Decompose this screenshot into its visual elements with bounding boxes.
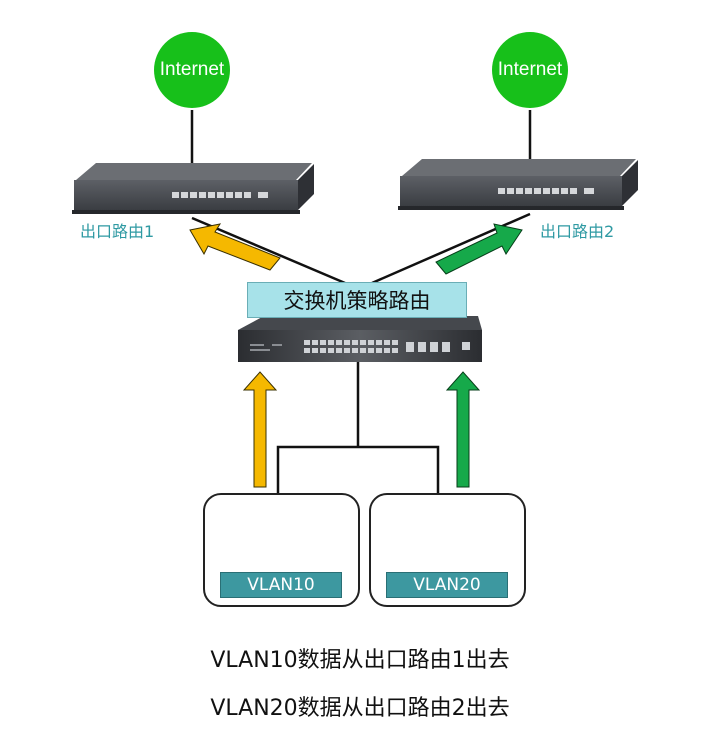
router-1-label: 出口路由1 [80,222,155,241]
caption-vlan20: VLAN20数据从出口路由2出去 [210,696,510,721]
router-2-icon [398,159,638,210]
router-1-icon [72,163,314,214]
green-arrow-to-router-2 [435,223,523,275]
link-router-2-switch [371,212,531,285]
core-switch-icon [238,316,482,362]
internet-node-right: Internet [492,32,568,108]
yellow-arrow-to-router-1 [189,223,281,271]
yellow-arrow-up [242,371,278,488]
internet-label-left: Internet [159,59,225,80]
router-2-label: 出口路由2 [540,222,615,241]
internet-node-left: Internet [154,32,230,108]
internet-label-right: Internet [497,59,563,80]
vlan10-label: VLAN10 [220,572,342,598]
switch-policy-routing-label: 交换机策略路由 [247,282,467,318]
green-arrow-up [445,371,481,488]
vlan20-label: VLAN20 [386,572,508,598]
caption-vlan10: VLAN10数据从出口路由1出去 [210,648,510,673]
link-pc-bus [276,445,440,495]
